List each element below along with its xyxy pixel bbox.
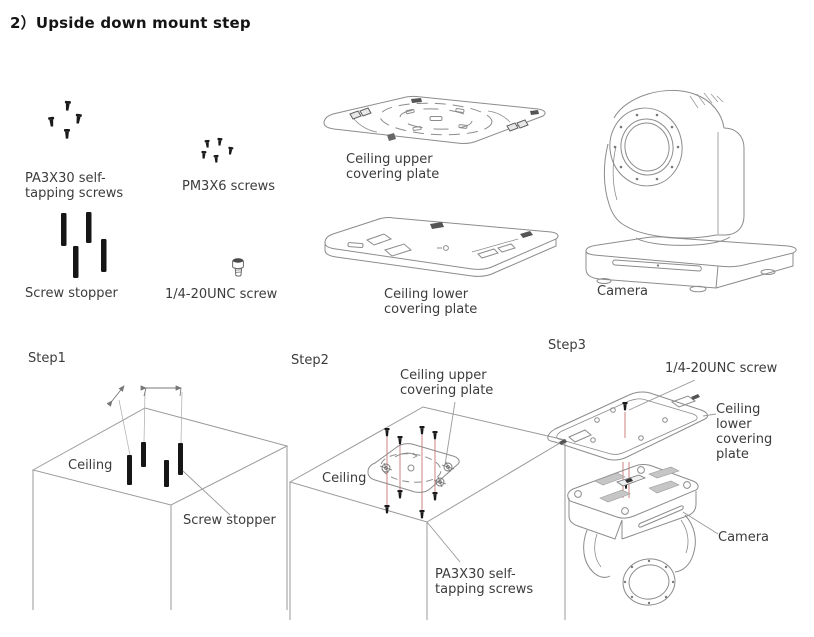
pm3x6-screws-icon bbox=[201, 137, 234, 163]
step3-illustration bbox=[547, 379, 719, 606]
step1-title: Step1 bbox=[28, 351, 66, 366]
screw-stopper-label: Screw stopper bbox=[25, 286, 118, 301]
page-title: 2）Upside down mount step bbox=[10, 14, 251, 32]
camera-label: Camera bbox=[597, 284, 649, 299]
step1-ceiling-label: Ceiling bbox=[68, 458, 113, 473]
unc-screw-icon bbox=[232, 258, 244, 277]
step2-upper-plate-label: Ceiling upper covering plate bbox=[400, 368, 494, 398]
step3-lower-plate-label: Ceiling lower covering plate bbox=[716, 402, 773, 462]
step3-camera-label: Camera bbox=[718, 530, 770, 545]
step2-screws-label: PA3X30 self- tapping screws bbox=[435, 567, 534, 597]
screw-stopper-icon bbox=[61, 212, 107, 278]
step2-title: Step2 bbox=[291, 353, 329, 368]
step3-unc-screw-label: 1/4-20UNC screw bbox=[665, 361, 778, 376]
unc-screw-label: 1/4-20UNC screw bbox=[165, 287, 278, 302]
step2-ceiling-label: Ceiling bbox=[322, 471, 367, 486]
step3-title: Step3 bbox=[548, 338, 586, 353]
ceiling-upper-plate-label: Ceiling upper covering plate bbox=[346, 152, 440, 182]
pa3x30-screws-label: PA3X30 self- tapping screws bbox=[25, 171, 124, 201]
step1-illustration bbox=[31, 385, 289, 610]
step1-screw-stopper-label: Screw stopper bbox=[183, 513, 276, 528]
step2-illustration bbox=[288, 401, 567, 620]
ceiling-lower-plate-label: Ceiling lower covering plate bbox=[384, 287, 478, 317]
ceiling-upper-plate-illustration bbox=[323, 95, 546, 144]
camera-illustration bbox=[585, 90, 797, 293]
pa3x30-screws-icon bbox=[48, 100, 82, 139]
pm3x6-screws-label: PM3X6 screws bbox=[182, 179, 276, 194]
ceiling-lower-plate-illustration bbox=[324, 217, 559, 277]
